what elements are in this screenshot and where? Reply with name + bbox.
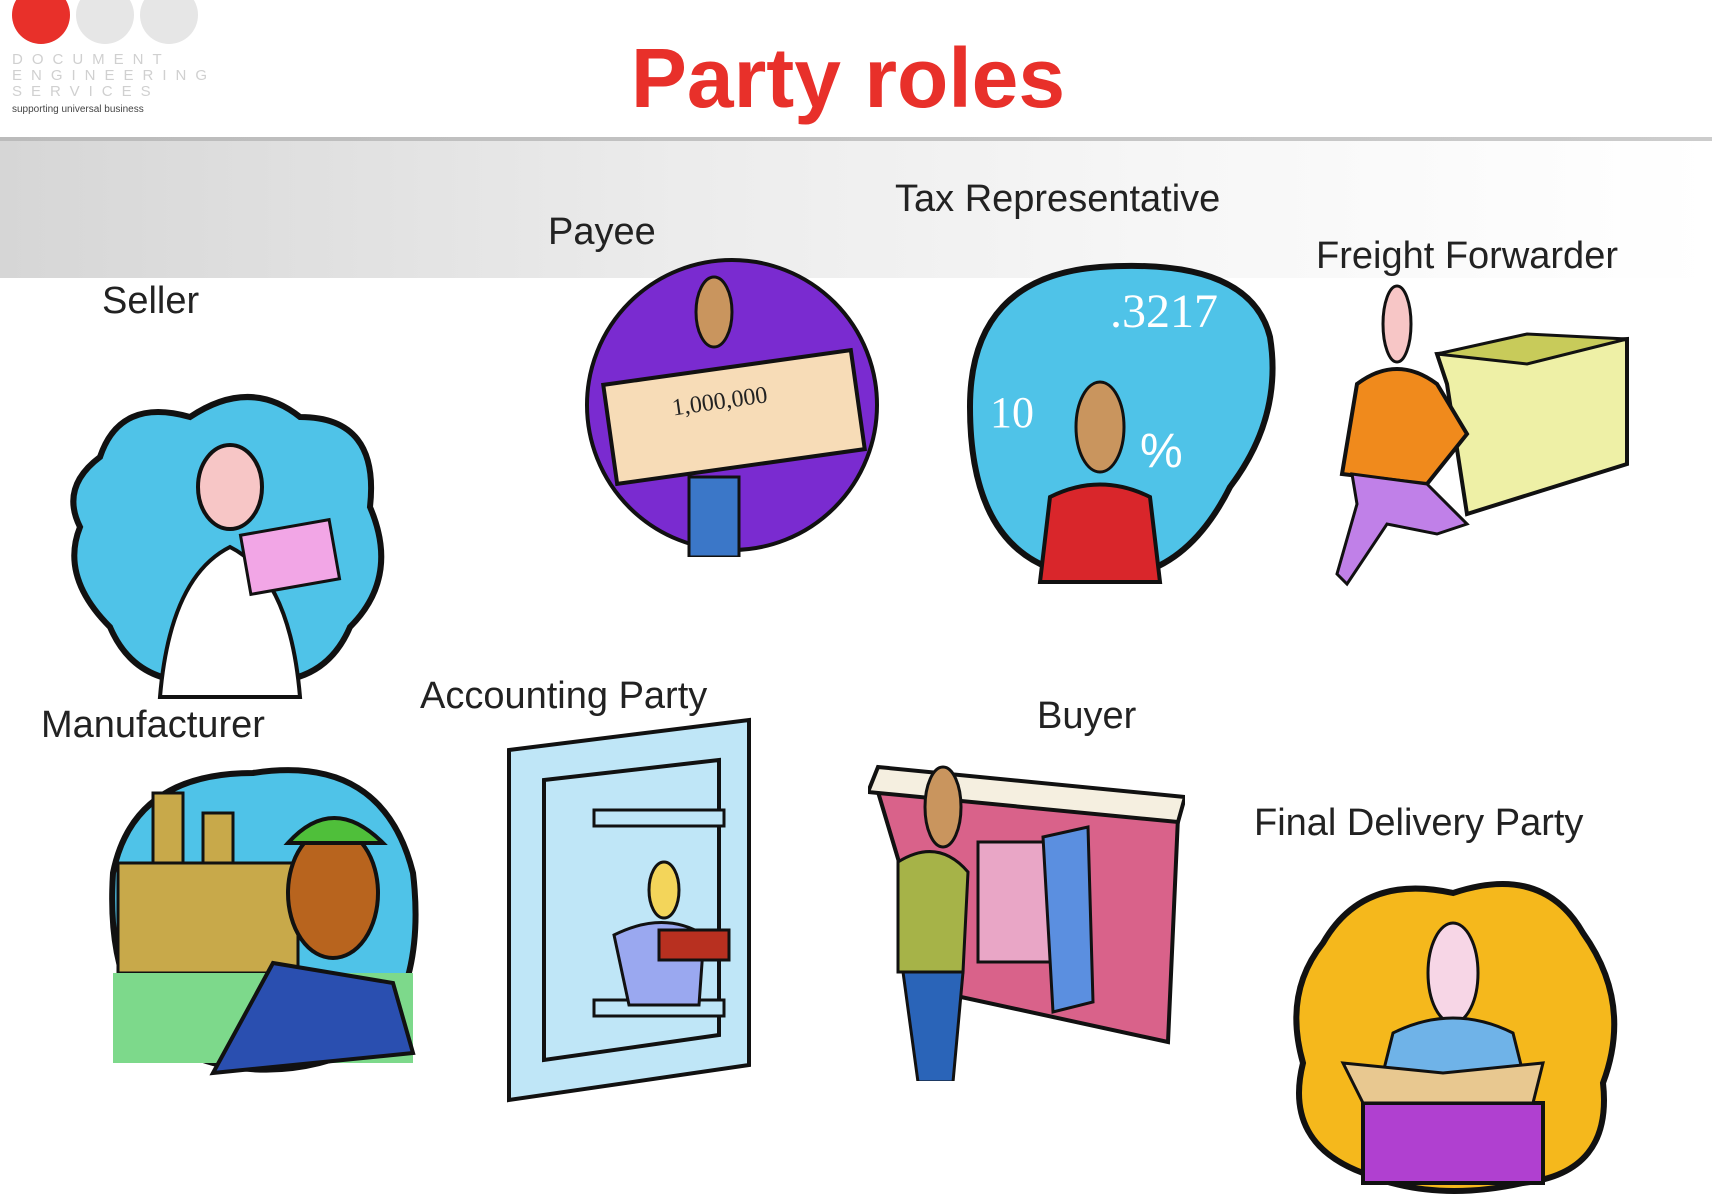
label-manufacturer: Manufacturer [41,704,265,746]
svg-text:10: 10 [990,388,1034,437]
logo-text-3: SERVICES [12,83,160,100]
svg-text:%: % [1140,425,1183,478]
freight-forwarder-illustration [1335,284,1629,587]
company-logo: DOCUMENT ENGINEERING SERVICES supporting… [4,0,207,125]
manufacturer-illustration [109,767,419,1076]
accounting-party-illustration [507,717,751,1103]
label-freight-forwarder: Freight Forwarder [1316,235,1618,277]
logo-tagline: supporting universal business [12,104,144,115]
logo-text-1: DOCUMENT [12,51,171,68]
tax-representative-illustration: .3217 10 % [966,262,1276,584]
slide-title: Party roles [630,31,1066,125]
label-payee: Payee [548,211,656,253]
header-band [0,140,1712,278]
header-divider [0,137,1712,141]
final-delivery-party-illustration [1293,881,1618,1194]
logo-text-2: ENGINEERING [12,67,217,84]
payee-illustration: 1,000,000 [585,258,879,557]
label-final-delivery-party: Final Delivery Party [1254,802,1584,844]
tax-number: .3217 [1110,285,1218,338]
buyer-illustration [868,764,1185,1081]
label-seller: Seller [102,280,200,322]
label-tax-representative: Tax Representative [895,178,1221,220]
label-buyer: Buyer [1037,695,1137,737]
label-accounting-party: Accounting Party [420,675,708,717]
seller-illustration [70,394,385,699]
